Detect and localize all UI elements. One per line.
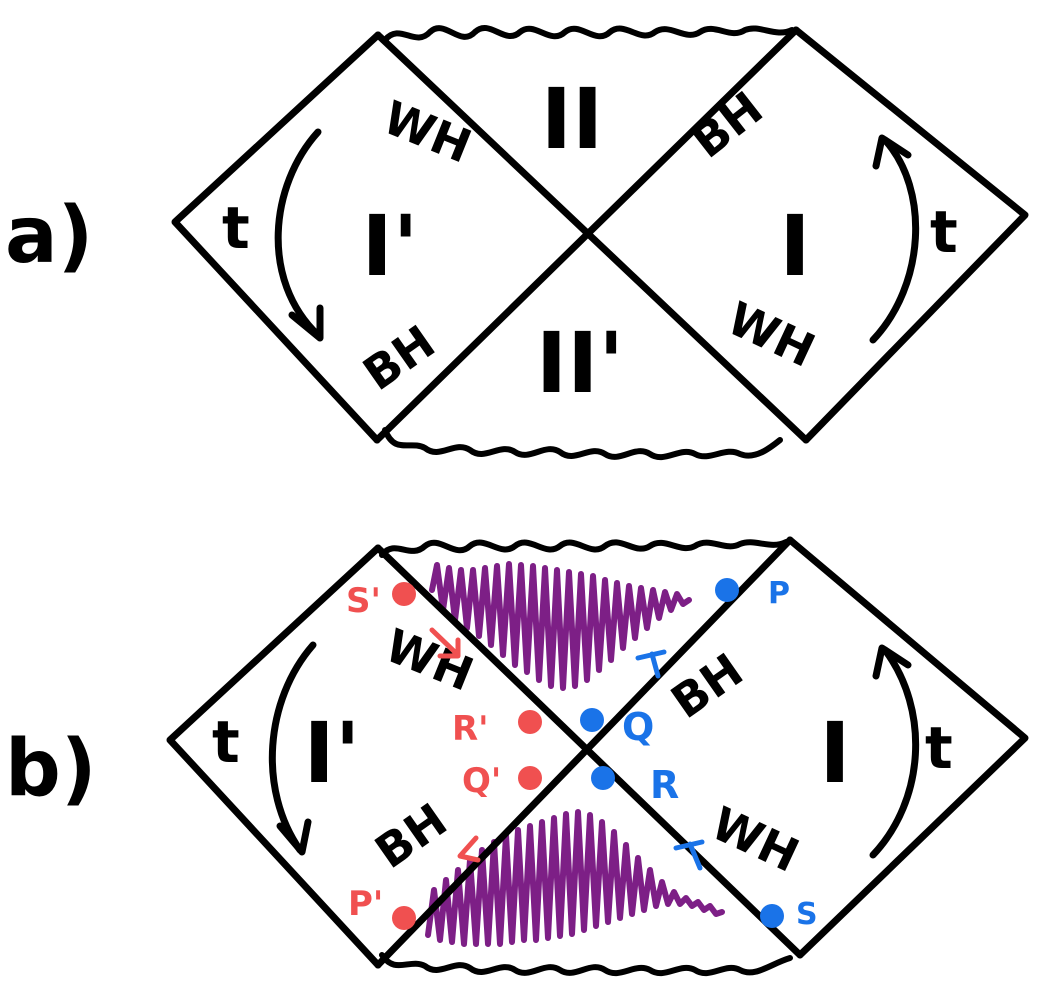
panel-b-point-P-prime xyxy=(392,906,416,930)
panel-a-time-arrowhead-left xyxy=(288,304,324,342)
panel-a: a) II II' I' I WH BH BH WH t t xyxy=(5,25,1029,461)
panel-a-horizon-label-bh-upper-right: BH xyxy=(682,81,773,169)
panel-b-label-S-prime: S' xyxy=(346,581,381,621)
panel-b-point-S xyxy=(760,904,784,928)
panel-a-region-I-prime: I' xyxy=(362,197,419,295)
panel-a-right-region-boundary xyxy=(792,26,1029,444)
panel-b-left-region-boundary xyxy=(166,544,382,969)
panel-b-region-I: I xyxy=(819,704,850,802)
panel-a-label: a) xyxy=(5,191,93,281)
panel-b-time-arrowhead-left xyxy=(276,818,312,856)
panel-b-time-label-right: t xyxy=(925,714,953,782)
panel-a-time-arrow-right xyxy=(869,136,920,344)
panel-b-point-P xyxy=(715,578,739,602)
panel-b-label-P-prime: P' xyxy=(348,884,383,924)
panel-b-time-arrow-left xyxy=(268,641,317,854)
panel-b-label-Q: Q xyxy=(622,705,654,749)
panel-b: b) I' I WH BH BH WH t t xyxy=(5,536,1029,977)
panel-b-label-R-prime: R' xyxy=(452,709,489,749)
panel-b-horizon-diagonal-2 xyxy=(374,536,794,969)
panel-a-horizon-diagonal-2 xyxy=(373,26,800,444)
panel-b-point-Q-prime xyxy=(518,766,542,790)
panel-b-point-R xyxy=(591,766,615,790)
panel-a-horizon-diagonal-1 xyxy=(374,31,810,444)
panel-b-time-label-left: t xyxy=(212,708,240,776)
panel-b-point-R-prime xyxy=(518,710,542,734)
panel-b-horizon-label-wh-right: WH xyxy=(703,796,807,883)
panel-b-past-singularity xyxy=(379,952,793,977)
panel-b-label: b) xyxy=(5,724,96,814)
panel-a-future-singularity xyxy=(382,25,795,43)
panel-b-blue-arrow-upper xyxy=(635,649,667,679)
panel-a-region-II-prime: II' xyxy=(536,314,624,412)
panel-b-shockwave-lower xyxy=(425,809,725,947)
panel-a-time-arrow-left xyxy=(274,128,322,339)
panel-b-right-region-boundary xyxy=(786,536,1029,959)
panel-b-shockwave-upper xyxy=(429,561,692,691)
panel-b-label-P: P xyxy=(768,576,790,611)
panel-b-time-arrowhead-right xyxy=(872,644,912,680)
panel-b-future-singularity xyxy=(379,539,789,558)
panel-a-time-arrowhead-right xyxy=(872,134,912,170)
panel-b-point-S-prime xyxy=(392,582,416,606)
panel-a-region-II: II xyxy=(541,70,604,168)
panel-b-blue-arrow-lower xyxy=(673,839,705,871)
panel-b-time-arrow-right xyxy=(869,646,920,859)
panel-b-region-I-prime: I' xyxy=(304,704,361,802)
panel-b-label-R: R xyxy=(650,763,679,807)
panel-a-region-I: I xyxy=(779,197,810,295)
panel-a-horizon-label-wh-lower-right: WH xyxy=(719,291,823,378)
panel-b-point-Q xyxy=(580,708,604,732)
panel-a-horizon-label-wh-upper-left: WH xyxy=(376,90,479,174)
panel-b-label-S: S xyxy=(796,897,818,932)
panel-b-red-arrow-lower xyxy=(457,835,481,863)
panel-a-left-region-boundary xyxy=(171,31,382,444)
panel-a-time-label-left: t xyxy=(222,194,250,262)
panel-b-horizon-label-bh-left: BH xyxy=(365,793,456,879)
panel-b-label-Q-prime: Q' xyxy=(462,761,501,801)
panel-a-time-label-right: t xyxy=(930,198,958,266)
panel-b-red-arrow-upper xyxy=(429,627,461,659)
panel-a-past-singularity xyxy=(382,427,783,461)
